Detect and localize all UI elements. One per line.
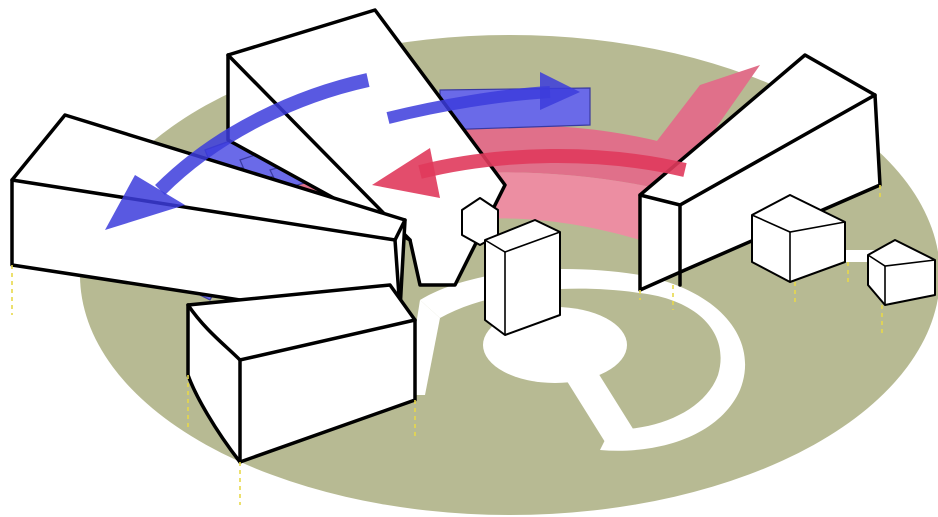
site-plan-diagram — [0, 0, 938, 517]
